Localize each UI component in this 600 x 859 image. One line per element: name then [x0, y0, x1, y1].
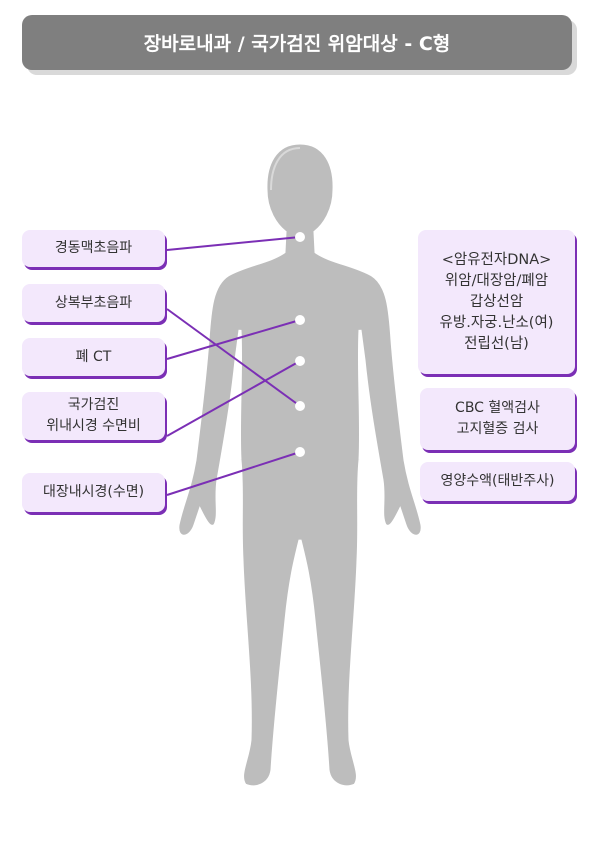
- label-colonoscopy: 대장내시경(수면): [22, 473, 165, 512]
- label-text: <암유전자DNA>: [441, 251, 552, 268]
- label-text: 영양수액(태반주사): [440, 473, 555, 489]
- label-text: 고지혈증 검사: [456, 421, 539, 437]
- label-text: 전립선(남): [464, 335, 529, 352]
- label-text: 폐 CT: [75, 348, 112, 365]
- label-text: 위암/대장암/폐암: [444, 272, 549, 289]
- label-lung-ct: 폐 CT: [22, 338, 165, 376]
- label-cancer-dna: <암유전자DNA> 위암/대장암/폐암 갑상선암 유방.자궁.난소(여) 전립선…: [418, 230, 575, 374]
- label-text: 상복부초음파: [54, 294, 133, 311]
- page-title: 장바로내과 / 국가검진 위암대상 - C형: [22, 15, 572, 70]
- label-text: 위내시경 수면비: [46, 418, 141, 434]
- marker-dots: [295, 232, 305, 457]
- label-text: 대장내시경(수면): [42, 484, 145, 500]
- label-text: 국가검진: [67, 397, 120, 413]
- label-nutrient-iv: 영양수액(태반주사): [420, 462, 575, 501]
- label-text: 갑상선암: [469, 293, 524, 310]
- label-text: 경동맥초음파: [54, 240, 133, 256]
- human-silhouette: [176, 141, 424, 789]
- label-carotid-ultrasound: 경동맥초음파: [22, 230, 165, 267]
- connector-lines: [166, 236, 301, 496]
- label-text: 유방.자궁.난소(여): [439, 314, 554, 331]
- label-abdominal-ultrasound: 상복부초음파: [22, 284, 165, 322]
- label-text: CBC 혈액검사: [455, 400, 540, 416]
